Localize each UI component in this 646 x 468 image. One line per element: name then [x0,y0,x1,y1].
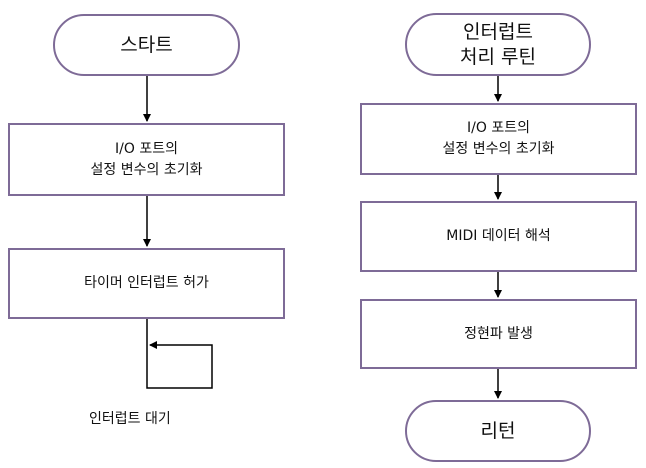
generate-sine-process: 정현파 발생 [360,299,637,369]
isr-start-terminal: 인터럽트 처리 루틴 [405,13,591,76]
enable-timer-interrupt-process: 타이머 인터럽트 허가 [8,248,285,319]
return-terminal: 리턴 [405,400,591,462]
isr-init-ports-process: I/O 포트의 설정 변수의 초기화 [360,103,637,175]
wait-loop [146,319,213,389]
start-terminal: 스타트 [53,14,240,76]
wait-interrupt-label: 인터럽트 대기 [89,411,171,427]
init-ports-process: I/O 포트의 설정 변수의 초기화 [8,123,285,196]
parse-midi-process: MIDI 데이터 해석 [360,201,637,272]
